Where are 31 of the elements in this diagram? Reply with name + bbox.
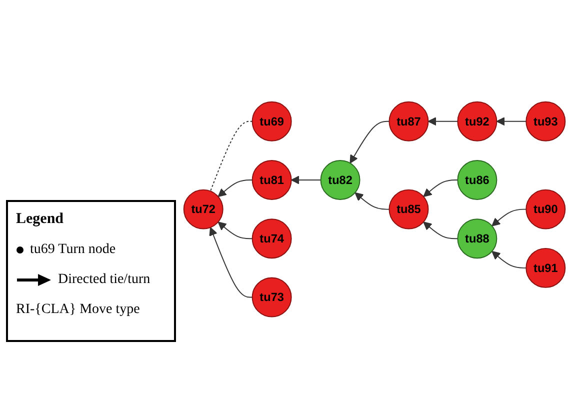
node-circle: tu87 [388,101,429,142]
legend-text: RI-{CLA} Move type [16,302,140,318]
arrow [354,192,390,210]
node-circle: tu72 [183,189,224,229]
node-circle: tu81 [252,160,292,200]
arrow [496,116,527,126]
arrow [492,208,527,226]
arrow [428,116,458,126]
arrow [423,221,458,239]
node-circle: tu88 [457,218,498,258]
node-circle: tu92 [457,101,498,142]
arrow [350,120,390,164]
node-circle: tu69 [252,101,292,142]
node-circle: tu85 [388,189,429,229]
arrow [290,175,322,184]
legend-text: Directed tie/turn [58,272,150,288]
node-circle: tu90 [526,189,566,229]
connector [210,120,253,192]
arrow [423,179,458,197]
legend-text: tu69 Turn node [30,242,116,258]
node-circle: tu86 [457,160,498,200]
node-circle: tu82 [320,160,360,200]
legend-title: Legend [16,211,64,228]
arrow [492,250,527,268]
node-circle: tu74 [252,218,292,258]
node-circle: tu91 [526,248,566,288]
arrow [218,179,253,197]
node-circle: tu73 [252,276,292,317]
arrow [218,221,253,239]
node-circle: tu93 [526,101,566,142]
arrow [209,226,253,298]
